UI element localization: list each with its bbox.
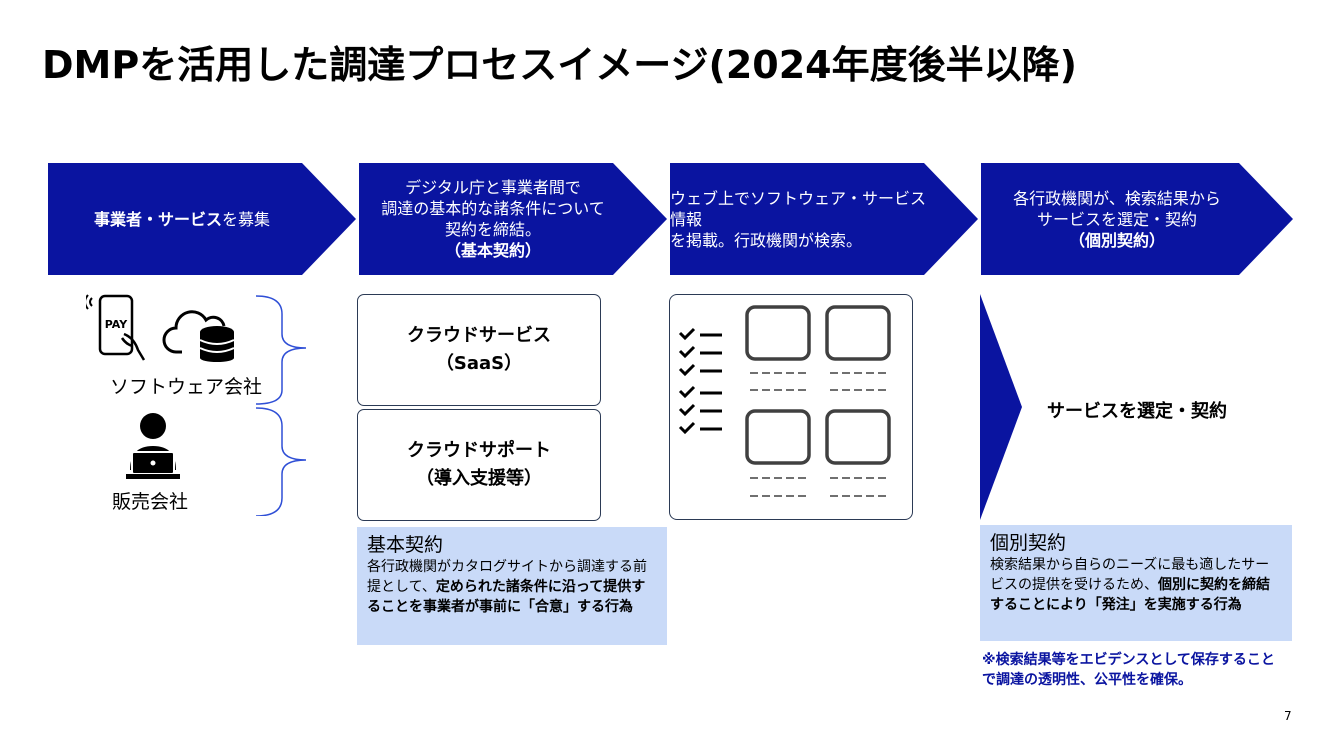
evidence-note: ※検索結果等をエビデンスとして保存すること で調達の透明性、公平性を確保。 [982, 650, 1302, 690]
step-catalog-line1: ウェブ上でソフトウェア・サービス情報 [670, 188, 927, 229]
selection-arrow [980, 294, 1022, 520]
cloud-support-title: クラウドサポート [407, 440, 551, 461]
pay-icon-text: PAY [105, 318, 129, 331]
individual-contract-note: 個別契約 検索結果から自らのニーズに最も適したサービスの提供を受けるため、個別に… [980, 525, 1292, 641]
step-recruit-text: を募集 [222, 209, 271, 229]
individual-contract-text: 検索結果から自らのニーズに最も適したサービスの提供を受けるため、 [990, 557, 1270, 593]
step-basic-line2: 調達の基本的な諸条件について [381, 199, 605, 218]
salesperson-icon [126, 413, 180, 479]
product-text-lines [750, 372, 886, 497]
sales-company-label: 販売会社 [112, 491, 189, 513]
individual-contract-text-bold: 個別に契約を締結することにより「発注」を実施する行為 [990, 577, 1270, 613]
page-number: 7 [1284, 709, 1292, 723]
basic-contract-text-bold: 定められた諸条件に沿って提供することを事業者が事前に「合意」する行為 [367, 579, 646, 615]
product-tiles [745, 305, 891, 465]
evidence-note-line2: で調達の透明性、公平性を確保。 [982, 672, 1192, 688]
step-basic-bold: （基本契約） [444, 241, 541, 260]
cloud-support-box: クラウドサポート （導入支援等） [357, 409, 601, 521]
page-title: DMPを活用した調達プロセスイメージ(2024年度後半以降) [42, 43, 1077, 87]
evidence-note-line1: ※検索結果等をエビデンスとして保存すること [982, 652, 1275, 668]
vendor-brace [255, 295, 307, 516]
step-recruit: 事業者・サービスを募集 [48, 163, 356, 275]
software-company-label: ソフトウェア会社 [110, 376, 263, 398]
step-individual-line1: 各行政機関が、検索結果から [1013, 188, 1221, 208]
cloud-service-subtitle: （SaaS） [435, 353, 523, 374]
cloud-service-box: クラウドサービス （SaaS） [357, 294, 601, 406]
cloud-support-subtitle: （導入支援等） [416, 468, 542, 489]
catalog-illustration [678, 305, 891, 497]
cloud-database-icon [162, 310, 235, 362]
step-recruit-bold: 事業者・サービス [93, 209, 222, 229]
step-catalog-line2: を掲載。行政機関が検索。 [670, 230, 863, 250]
cloud-service-title: クラウドサービス [407, 325, 551, 346]
catalog-site-panel [669, 294, 913, 520]
individual-contract-heading: 個別契約 [990, 532, 1067, 554]
basic-contract-note: 基本契約 各行政機関がカタログサイトから調達する前提として、定められた諸条件に沿… [357, 527, 667, 645]
basic-contract-text: 各行政機関がカタログサイトから調達する前提として、 [367, 559, 647, 595]
smartphone-pay-icon: PAY [86, 294, 146, 361]
step-basic-line1: デジタル庁と事業者間で [405, 178, 581, 197]
step-individual-bold: （個別契約） [1068, 230, 1165, 250]
step-individual-line2: サービスを選定・契約 [1036, 209, 1197, 229]
step-individual-contract: 各行政機関が、検索結果から サービスを選定・契約 （個別契約） [981, 163, 1293, 275]
selection-label: サービスを選定・契約 [1047, 401, 1227, 422]
checklist-icon [678, 327, 722, 435]
step-catalog: ウェブ上でソフトウェア・サービス情報 を掲載。行政機関が検索。 [670, 163, 978, 275]
basic-contract-heading: 基本契約 [367, 534, 444, 556]
step-basic-contract: デジタル庁と事業者間で 調達の基本的な諸条件について 契約を締結。 （基本契約） [359, 163, 667, 275]
step-basic-line3: 契約を締結。 [444, 220, 541, 239]
